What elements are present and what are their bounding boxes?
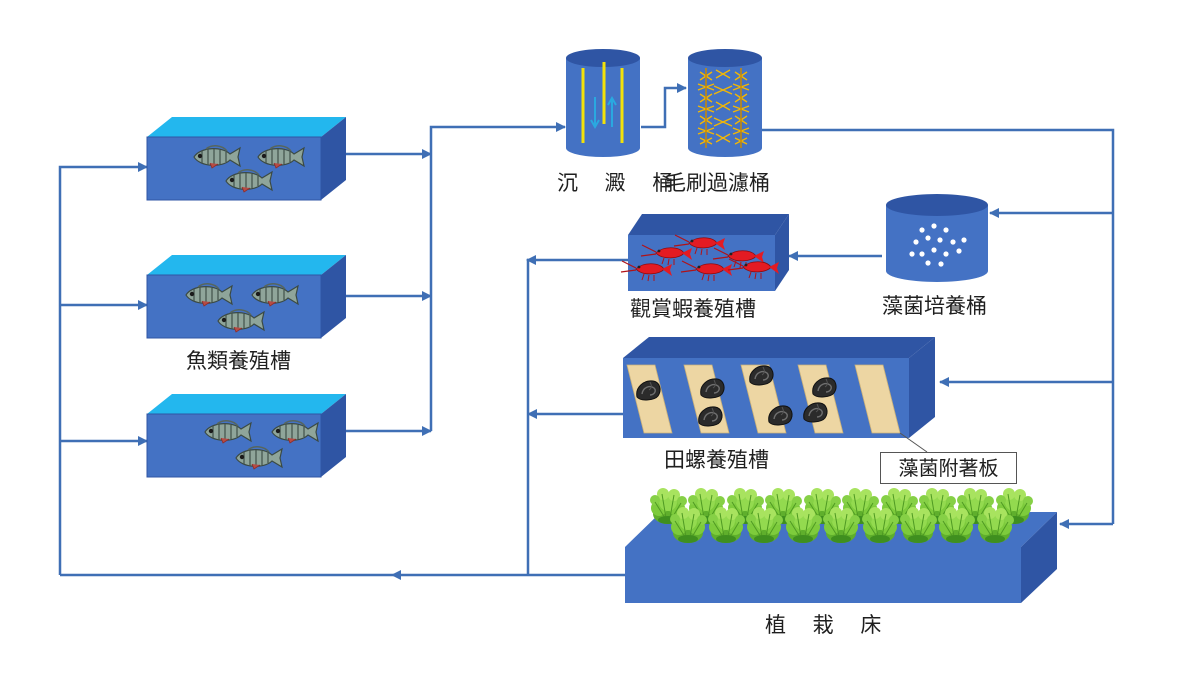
brush-filter-label: 毛刷過濾桶 xyxy=(665,171,770,195)
attach-plate-callout: 藻菌附著板 xyxy=(880,452,1017,484)
fish-tank-label: 魚類養殖槽 xyxy=(186,349,291,373)
sediment-bucket xyxy=(566,49,640,157)
fish-tank-1 xyxy=(146,117,346,201)
shrimp-tank-label: 觀賞蝦養殖槽 xyxy=(630,297,756,321)
flow-lines xyxy=(58,83,1115,580)
callout-leader xyxy=(899,432,928,453)
dots-icon xyxy=(909,223,967,267)
brush-filter-bucket xyxy=(688,49,762,157)
fish-tank-2 xyxy=(146,255,346,339)
sediment-bucket-label: 沉 澱 桶 xyxy=(557,171,684,195)
algae-bucket xyxy=(886,194,988,282)
plant-bed xyxy=(625,487,1057,603)
plant-bed-label: 植 栽 床 xyxy=(765,613,892,637)
fish-tank-3 xyxy=(146,394,346,478)
algae-bucket-label: 藻菌培養桶 xyxy=(882,294,987,318)
snail-tank-label: 田螺養殖槽 xyxy=(664,448,769,472)
snail-tank xyxy=(623,337,935,453)
shrimp-tank xyxy=(620,214,789,291)
